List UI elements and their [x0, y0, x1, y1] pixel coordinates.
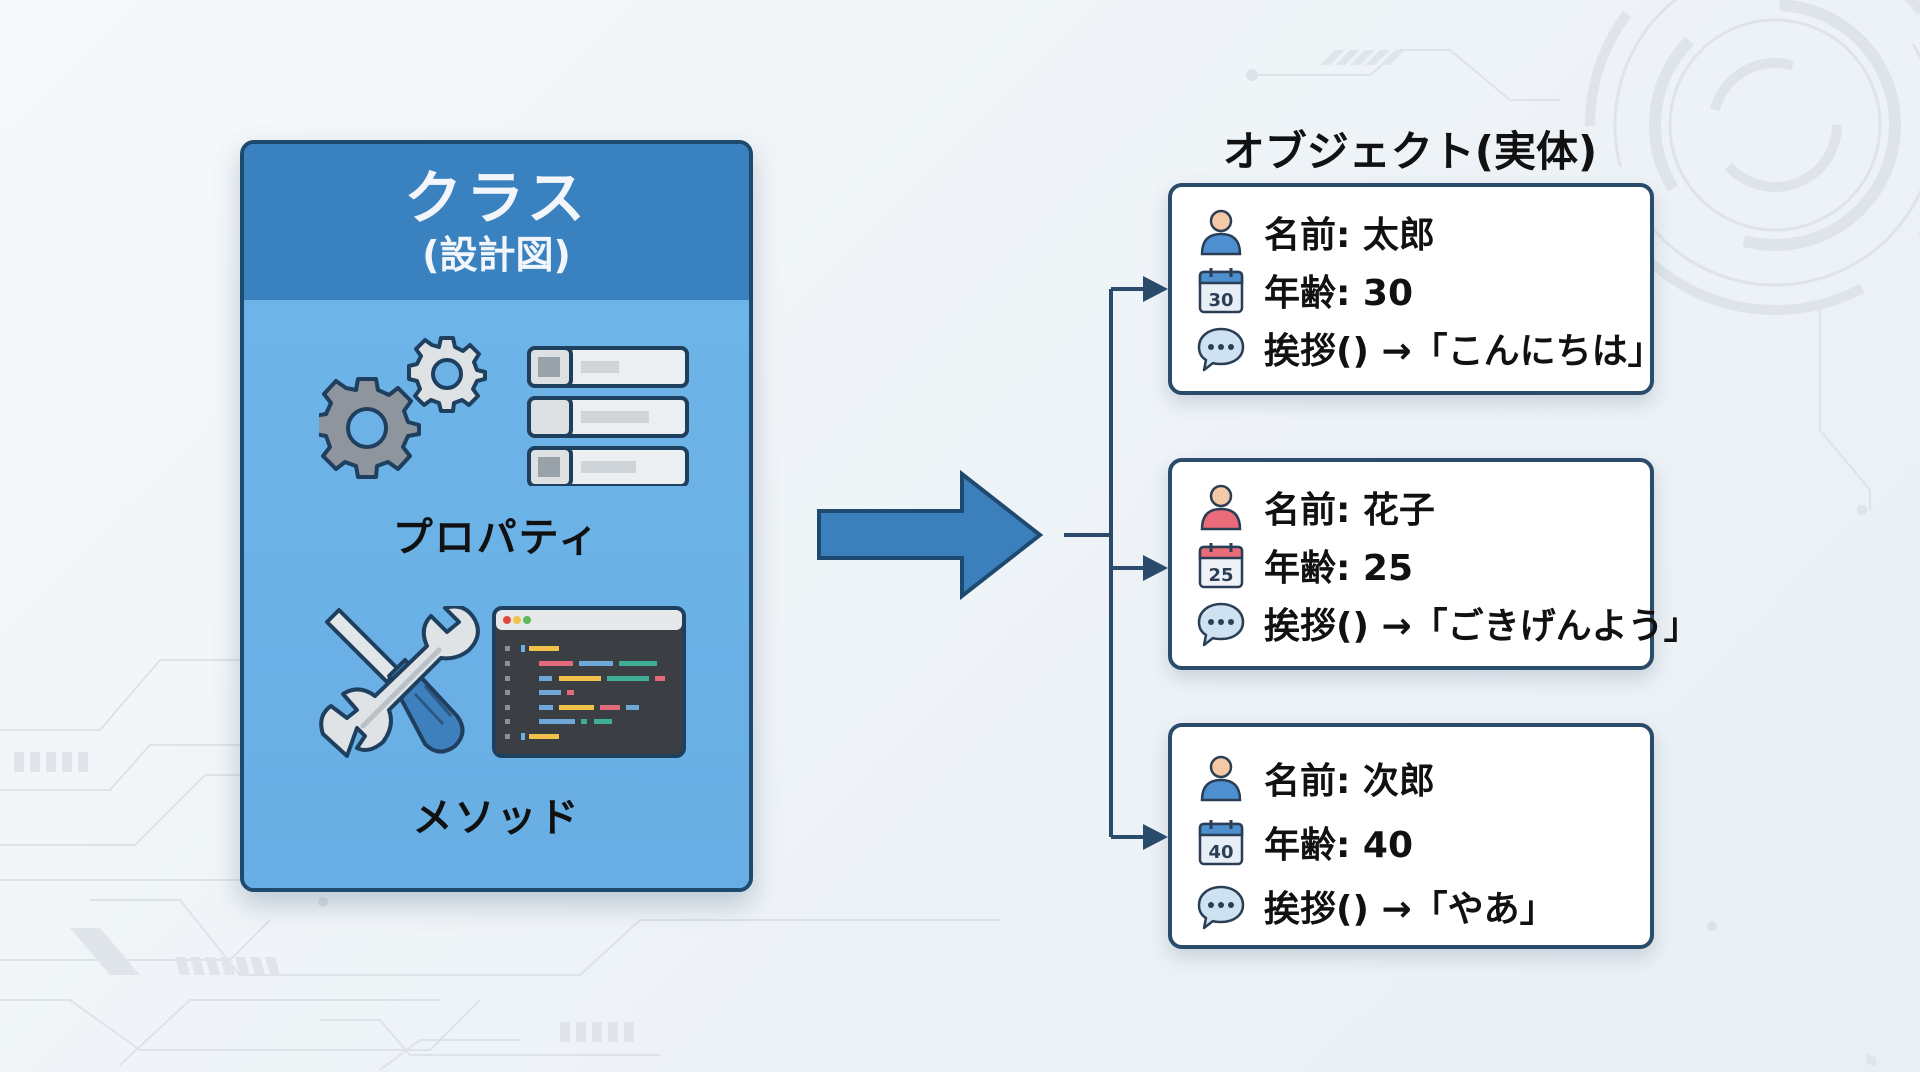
objects-title: オブジェクト(実体) [1222, 127, 1598, 176]
svg-text:30: 30 [1208, 290, 1233, 311]
object-name: 名前: 花子 [1264, 490, 1435, 531]
speech-bubble-icon [1197, 327, 1245, 372]
object-name: 名前: 太郎 [1264, 215, 1435, 256]
object-age-row: 25 年齢: 25 [1196, 536, 1626, 594]
object-greeting: 挨拶() →「やあ」 [1264, 889, 1556, 930]
object-name-row: 名前: 花子 [1196, 478, 1626, 536]
method-icons [319, 606, 686, 758]
object-name-row: 名前: 次郎 [1196, 747, 1626, 809]
method-label: メソッド [412, 795, 581, 841]
person-icon [1200, 209, 1242, 256]
calendar-icon: 30 [1198, 268, 1244, 314]
object-greeting-row: 挨拶() →「ごきげんよう」 [1196, 594, 1700, 652]
object-age: 年齢: 25 [1264, 548, 1414, 589]
code-window-icon [492, 606, 686, 758]
object-age-row: 30 年齢: 30 [1196, 261, 1626, 319]
calendar-icon: 40 [1198, 820, 1244, 866]
property-icons [319, 336, 689, 486]
class-subtitle: (設計図) [422, 233, 571, 277]
class-body: プロパティ [244, 300, 749, 888]
object-card-3: 名前: 次郎 40 年齢: 40 挨拶() →「やあ」 [1168, 723, 1654, 949]
instantiate-arrow [817, 469, 1044, 601]
object-greeting-row: 挨拶() →「こんにちは」 [1196, 319, 1664, 377]
property-list-icon [527, 346, 689, 486]
class-box: クラス (設計図) [240, 140, 753, 892]
object-greeting: 挨拶() →「ごきげんよう」 [1264, 606, 1700, 647]
object-name: 名前: 次郎 [1264, 761, 1435, 802]
person-icon [1200, 755, 1242, 802]
object-age: 年齢: 30 [1264, 273, 1414, 314]
object-name-row: 名前: 太郎 [1196, 203, 1626, 261]
property-label: プロパティ [392, 515, 601, 561]
svg-text:25: 25 [1208, 565, 1233, 586]
wrench-icon [319, 606, 480, 758]
connector-arrowhead-2 [1143, 555, 1168, 581]
svg-text:40: 40 [1208, 842, 1233, 863]
class-title: クラス [404, 164, 589, 233]
object-age-row: 40 年齢: 40 [1196, 809, 1626, 875]
object-greeting-row: 挨拶() →「やあ」 [1196, 875, 1626, 937]
gear-icon [319, 377, 421, 479]
person-icon [1200, 484, 1242, 531]
gear-icon [407, 336, 487, 413]
object-greeting: 挨拶() →「こんにちは」 [1264, 331, 1664, 372]
speech-bubble-icon [1197, 885, 1245, 930]
object-card-1: 名前: 太郎 30 年齢: 30 挨拶() →「こんにちは」 [1168, 183, 1664, 395]
connector-arrowhead-3 [1143, 824, 1168, 850]
object-age: 年齢: 40 [1264, 825, 1414, 866]
connector-arrowhead-1 [1143, 276, 1168, 302]
calendar-icon: 25 [1198, 543, 1244, 589]
speech-bubble-icon [1197, 602, 1245, 647]
object-card-2: 名前: 花子 25 年齢: 25 挨拶() →「ごきげんよう」 [1168, 458, 1700, 670]
class-header: クラス (設計図) [244, 144, 749, 300]
